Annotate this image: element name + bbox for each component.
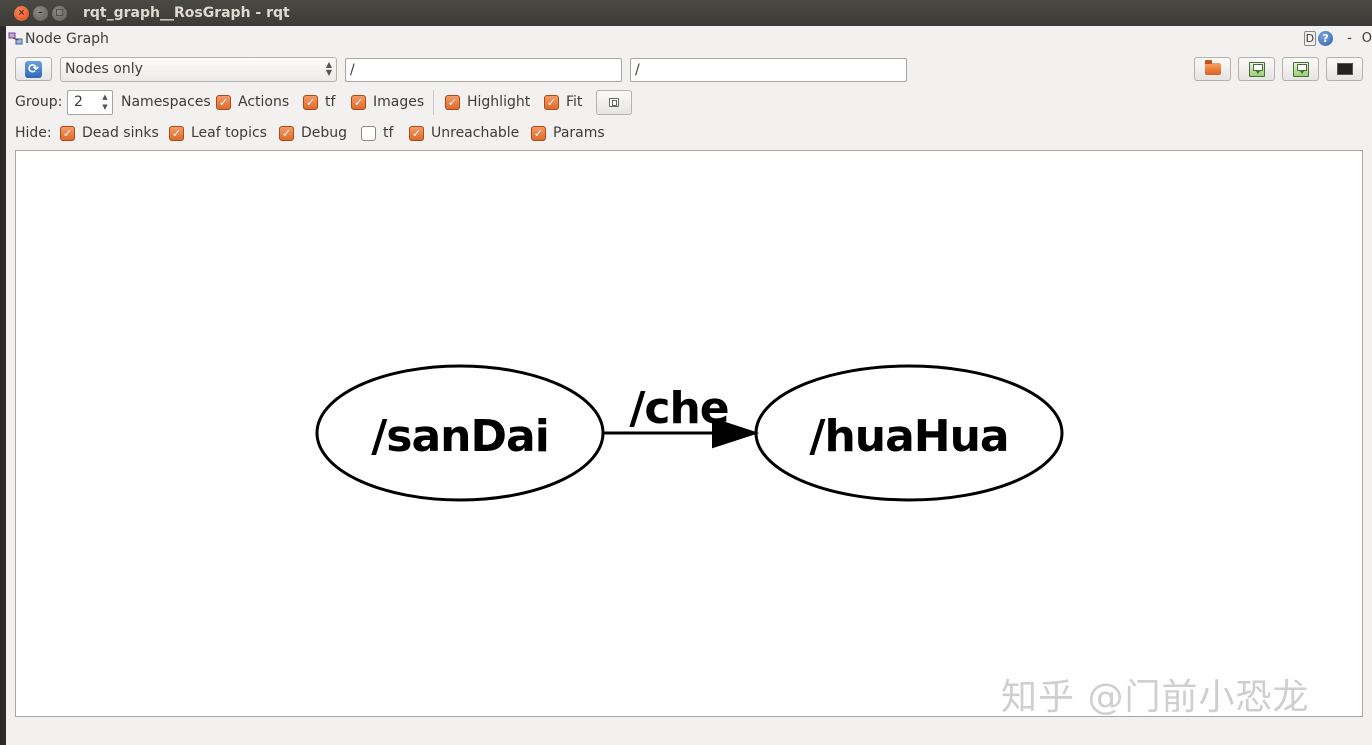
node-filter-input[interactable]: [345, 58, 622, 82]
combo-arrows-icon: ▲▼: [325, 60, 332, 77]
graph-type-value: Nodes only: [65, 61, 143, 77]
save-image-icon: [1292, 61, 1309, 77]
hide-tf-checkbox[interactable]: [361, 126, 376, 141]
fit-view-icon: [609, 98, 619, 107]
node-graph-icon: [8, 31, 24, 47]
group-label: Group:: [15, 94, 63, 110]
dead-sinks-checkbox[interactable]: ✓: [60, 126, 75, 141]
edge-che-label: /che: [629, 383, 728, 434]
toolbar-row: ⟳ Nodes only ▲▼: [15, 57, 1367, 82]
watermark: 知乎 @门前小恐龙: [1001, 677, 1310, 717]
debug-label: Debug: [301, 125, 348, 141]
spin-arrows-icon[interactable]: ▲▼: [102, 93, 108, 111]
unreachable-label: Unreachable: [431, 125, 520, 141]
folder-open-icon: [1204, 60, 1221, 75]
tf-group-label: tf: [325, 94, 336, 110]
dock-title: Node Graph: [25, 31, 109, 47]
window-minimize-button[interactable]: –: [33, 5, 48, 21]
dock-controls: D ? - O: [1303, 31, 1372, 46]
refresh-icon: ⟳: [25, 60, 42, 78]
save-dot-button[interactable]: [1238, 57, 1275, 81]
fit-checkbox[interactable]: ✓: [544, 95, 559, 110]
dock-close-button[interactable]: O: [1361, 31, 1372, 46]
topic-filter-input[interactable]: [630, 58, 907, 82]
hide-row: Hide: ✓ Dead sinks ✓ Leaf topics ✓ Debug…: [15, 121, 1215, 146]
options-separator: [433, 90, 434, 115]
unreachable-checkbox[interactable]: ✓: [409, 126, 424, 141]
graph-svg: /sanDai /che /huaHua: [315, 364, 1064, 502]
fit-in-view-button[interactable]: [596, 90, 632, 115]
highlight-checkbox[interactable]: ✓: [445, 95, 460, 110]
params-checkbox[interactable]: ✓: [531, 126, 546, 141]
window-titlebar: × – □ rqt_graph__RosGraph - rqt: [0, 0, 1372, 26]
namespaces-label: Namespaces: [121, 94, 211, 110]
load-dot-button[interactable]: [1194, 57, 1231, 81]
dock-titlebar: Node Graph D ? - O: [6, 26, 1372, 52]
desktop-edge: [0, 0, 6, 745]
dock-minimize-button[interactable]: -: [1347, 31, 1352, 46]
refresh-button[interactable]: ⟳: [15, 57, 52, 81]
actions-checkbox[interactable]: ✓: [216, 95, 231, 110]
images-label: Images: [373, 94, 425, 110]
node-huahua[interactable]: [754, 364, 1064, 502]
fit-label: Fit: [566, 94, 583, 110]
images-checkbox[interactable]: ✓: [351, 95, 366, 110]
graph-canvas[interactable]: /sanDai /che /huaHua 知乎 @门前小恐龙: [15, 150, 1363, 717]
node-huahua-label: /huaHua: [809, 411, 1008, 462]
tf-group-checkbox[interactable]: ✓: [303, 95, 318, 110]
screen-icon: [1336, 63, 1353, 75]
leaf-topics-checkbox[interactable]: ✓: [169, 126, 184, 141]
window-maximize-button[interactable]: □: [52, 5, 67, 21]
help-icon[interactable]: ?: [1318, 31, 1334, 46]
save-svg-button[interactable]: [1282, 57, 1319, 81]
node-sandai-label: /sanDai: [371, 411, 549, 462]
hide-label: Hide:: [15, 125, 52, 141]
hide-tf-label: tf: [383, 125, 394, 141]
highlight-label: Highlight: [467, 94, 531, 110]
graph-type-select[interactable]: Nodes only ▲▼: [60, 57, 337, 82]
params-label: Params: [553, 125, 605, 141]
leaf-topics-label: Leaf topics: [191, 125, 267, 141]
save-icon: [1248, 61, 1265, 77]
window-close-button[interactable]: ×: [14, 5, 29, 21]
window-title: rqt_graph__RosGraph - rqt: [83, 5, 290, 21]
group-spinbox[interactable]: 2 ▲▼: [67, 90, 113, 115]
actions-label: Actions: [238, 94, 290, 110]
edge-arrowhead-icon: [712, 417, 760, 449]
debug-checkbox[interactable]: ✓: [279, 126, 294, 141]
group-value: 2: [74, 94, 83, 110]
options-row: Group: 2 ▲▼ Namespaces ✓ Actions ✓ tf ✓ …: [15, 90, 1215, 115]
dock-d-button[interactable]: D: [1303, 31, 1317, 46]
dead-sinks-label: Dead sinks: [82, 125, 159, 141]
save-image-button[interactable]: [1326, 57, 1363, 81]
